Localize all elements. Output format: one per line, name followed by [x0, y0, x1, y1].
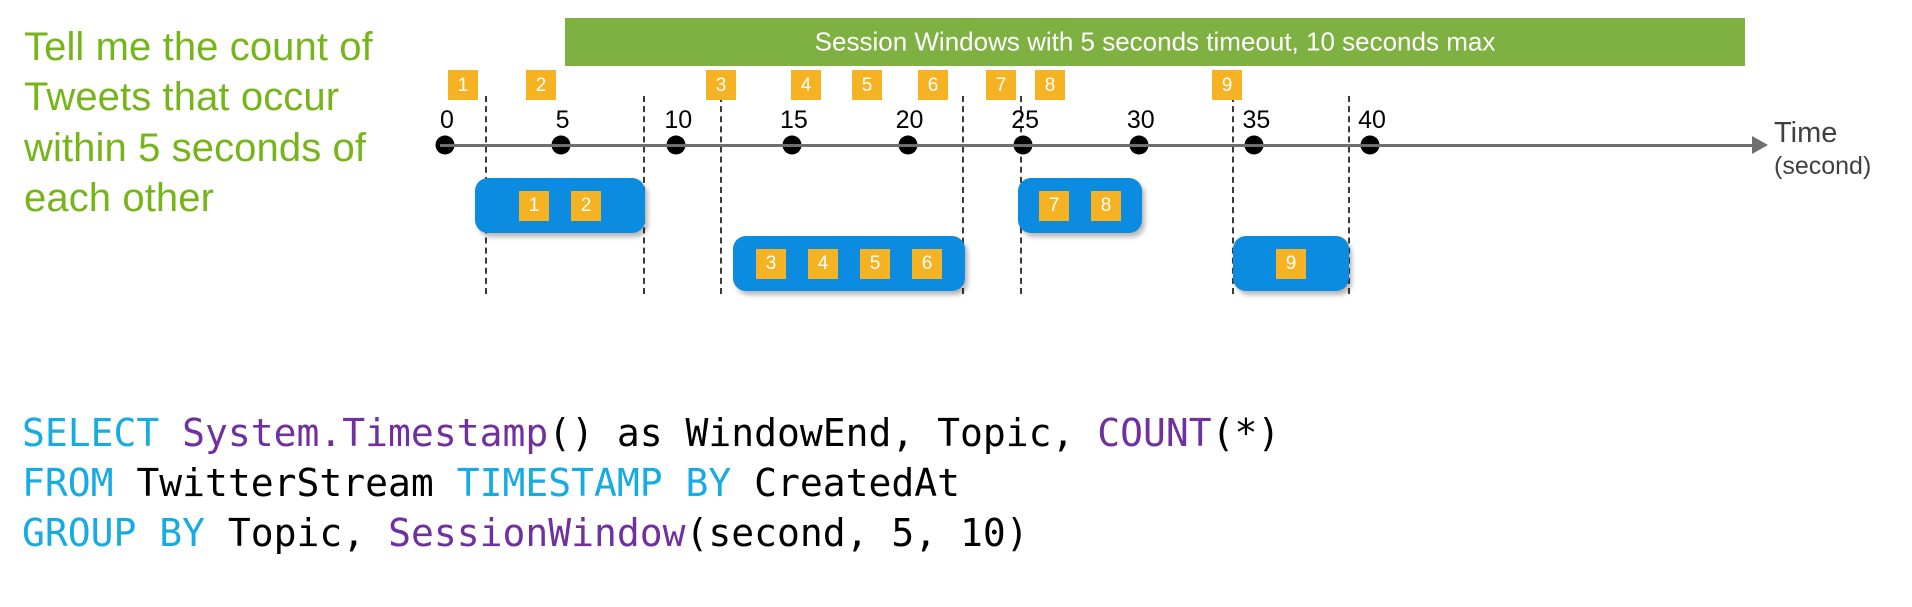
event-marker-6: 6: [918, 70, 948, 100]
window-event-marker-5: 5: [860, 248, 890, 279]
event-marker-4: 4: [791, 70, 821, 100]
event-marker-8: 8: [1035, 70, 1065, 100]
axis-tick-label: 20: [895, 106, 924, 134]
window-event-marker-4: 4: [808, 248, 838, 279]
sql-token: TwitterStream: [136, 461, 457, 505]
diagram-title: Session Windows with 5 seconds timeout, …: [814, 26, 1496, 57]
session-boundary-line: [1232, 96, 1234, 294]
sql-query-block: SELECT System.Timestamp() as WindowEnd, …: [22, 408, 1280, 558]
session-boundary-line: [1348, 96, 1350, 294]
sql-line-3: GROUP BY Topic, SessionWindow(second, 5,…: [22, 508, 1280, 558]
axis-tick-label: 0: [440, 106, 454, 134]
sql-token: System.Timestamp: [182, 411, 549, 455]
sql-token: Topic,: [227, 511, 389, 555]
prompt-text: Tell me the count of Tweets that occur w…: [24, 25, 373, 221]
axis-tick-label: 35: [1242, 106, 1271, 134]
axis-tick-label: 40: [1358, 106, 1386, 134]
sql-line-2: FROM TwitterStream TIMESTAMP BY CreatedA…: [22, 458, 1280, 508]
axis-tick-label: 25: [1011, 106, 1040, 134]
window-event-marker-2: 2: [571, 190, 601, 221]
sql-token: (second, 5, 10): [685, 511, 1029, 555]
session-window-diagram: Session Windows with 5 seconds timeout, …: [435, 18, 1872, 294]
sql-token: COUNT: [1097, 411, 1212, 455]
axis-tick-label: 15: [779, 106, 808, 134]
window-event-marker-1: 1: [519, 190, 549, 221]
window-event-marker-6: 6: [912, 248, 942, 279]
axis-tick-label: 10: [664, 106, 693, 134]
window-event-marker-9: 9: [1276, 248, 1306, 279]
time-axis-arrow-icon: [1752, 136, 1768, 154]
sql-token: GROUP BY: [22, 511, 228, 555]
axis-tick-label: 5: [555, 106, 570, 134]
sql-token: CreatedAt: [754, 461, 961, 505]
time-axis-line: [440, 144, 1755, 147]
event-marker-5: 5: [852, 70, 882, 100]
event-marker-2: 2: [526, 70, 556, 100]
session-boundary-line: [720, 96, 722, 294]
window-event-marker-8: 8: [1091, 190, 1121, 221]
session-boundary-line: [962, 96, 964, 294]
axis-tick-label: 30: [1126, 106, 1155, 134]
event-marker-9: 9: [1212, 70, 1242, 100]
event-marker-7: 7: [986, 70, 1016, 100]
sql-line-1: SELECT System.Timestamp() as WindowEnd, …: [22, 408, 1280, 458]
sql-token: () as WindowEnd, Topic,: [548, 411, 1098, 455]
window-event-marker-7: 7: [1039, 190, 1069, 221]
event-marker-3: 3: [706, 70, 736, 100]
sql-token: (*): [1211, 411, 1281, 455]
sql-token: TIMESTAMP BY: [456, 461, 755, 505]
sql-token: SELECT: [22, 411, 183, 455]
sql-token: SessionWindow: [388, 511, 686, 555]
time-axis-label: Time: [1774, 117, 1838, 149]
session-window-4: 9: [1233, 236, 1349, 291]
time-axis-unit-label: (second): [1774, 152, 1872, 180]
diagram-title-banner: Session Windows with 5 seconds timeout, …: [565, 18, 1745, 66]
event-marker-1: 1: [448, 70, 478, 100]
sql-token: FROM: [22, 461, 137, 505]
window-event-marker-3: 3: [756, 248, 786, 279]
